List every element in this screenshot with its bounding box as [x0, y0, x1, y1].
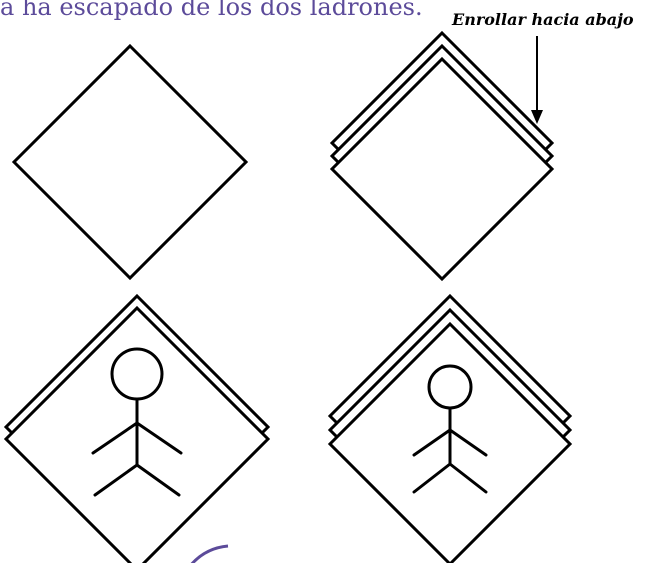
paper-diamond [14, 46, 246, 278]
step-4-figure-three-layers [330, 296, 570, 563]
step-1-single-diamond [14, 46, 246, 278]
step-3-figure-two-layers [6, 296, 268, 563]
decorative-arc [190, 546, 228, 563]
step-2-stacked-layers [332, 33, 552, 279]
paper-layer-front [332, 59, 552, 279]
